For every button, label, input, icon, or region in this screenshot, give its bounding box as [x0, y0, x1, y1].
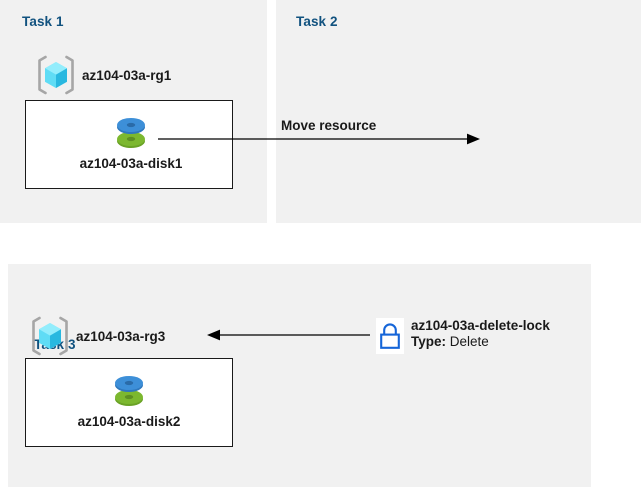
disk-node-disk1-task1: az104-03a-disk1	[76, 113, 186, 171]
disk-node-disk2-task3: az104-03a-disk2	[74, 371, 184, 429]
resource-group-label-rg3: az104-03a-rg3	[76, 328, 166, 344]
panel-title-task1: Task 1	[22, 14, 64, 29]
resource-box-task1	[25, 100, 233, 189]
managed-disk-icon	[76, 113, 186, 153]
padlock-icon	[376, 318, 404, 354]
delete-lock-type-key: Type:	[411, 333, 447, 349]
connector-move-resource-arrow	[158, 133, 480, 145]
disk-label-disk2-task3: az104-03a-disk2	[77, 414, 181, 429]
delete-lock-type-line: Type: Delete	[411, 334, 550, 350]
connector-apply-lock-arrow	[207, 329, 370, 341]
delete-lock-text-block: az104-03a-delete-lock Type: Delete	[411, 318, 550, 350]
resource-group-cube-icon	[36, 54, 76, 96]
task-panel-task2: Task 2 az104-03a-rg2	[276, 0, 641, 223]
panel-title-task2: Task 2	[296, 14, 338, 29]
resource-group-node-rg1: az104-03a-rg1	[36, 54, 171, 96]
connector-label-move-resource: Move resource	[281, 118, 377, 133]
delete-lock-type-value: Delete	[446, 333, 489, 349]
managed-disk-icon	[74, 371, 184, 411]
delete-lock-name: az104-03a-delete-lock	[411, 318, 550, 333]
resource-group-node-rg3: az104-03a-rg3	[30, 315, 165, 357]
delete-lock-node: az104-03a-delete-lock Type: Delete	[376, 318, 550, 354]
task-panel-task1: Task 1 az104-03a-rg1	[0, 0, 267, 223]
resource-group-label-rg1: az104-03a-rg1	[82, 67, 172, 83]
resource-group-cube-icon	[30, 315, 70, 357]
disk-label-disk1-task1: az104-03a-disk1	[79, 156, 183, 171]
